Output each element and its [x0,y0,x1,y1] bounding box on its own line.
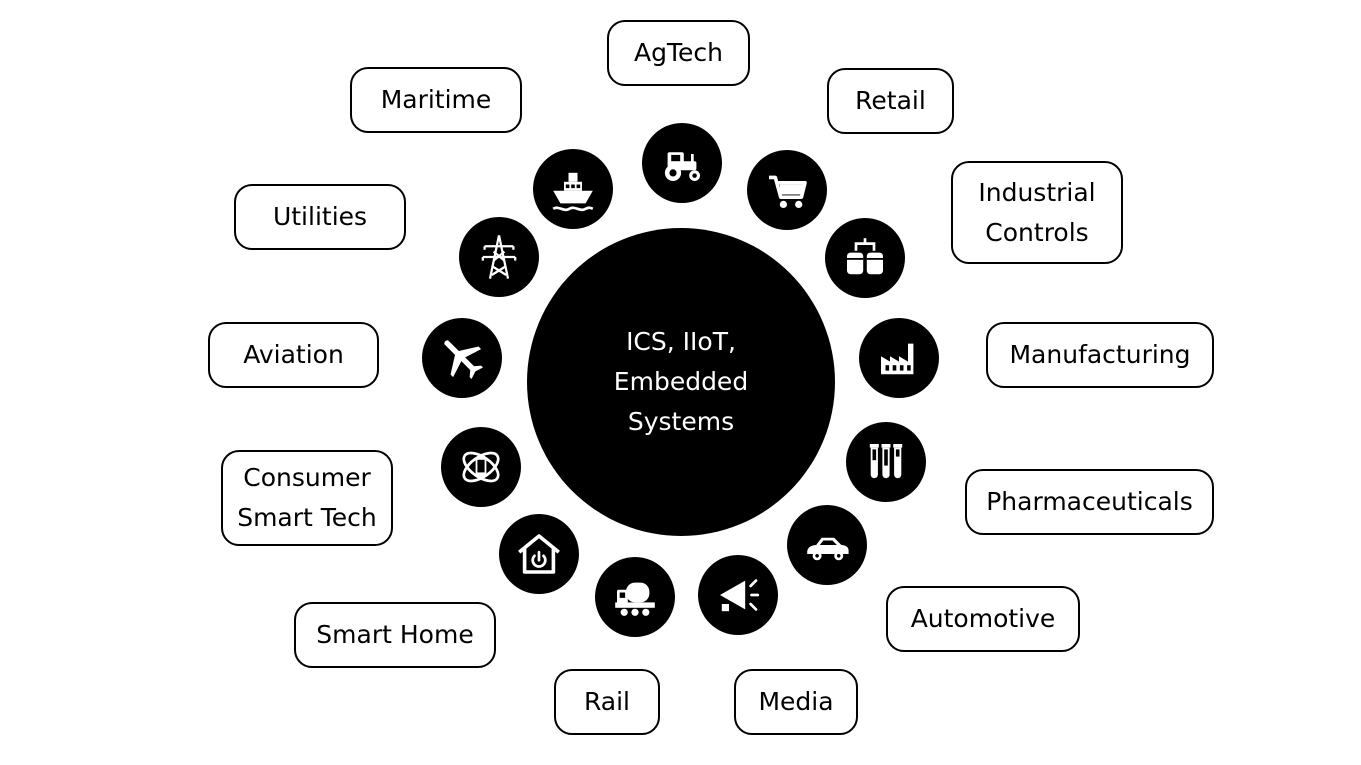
power-tower-icon [459,217,539,297]
label-maritime: Maritime [350,67,522,133]
smart-home-icon [499,514,579,594]
label-agtech: AgTech [607,20,750,86]
factory-icon [859,318,939,398]
car-icon [787,505,867,585]
label-media: Media [734,669,858,735]
label-retail: Retail [827,68,954,134]
label-pharmaceuticals: Pharmaceuticals [965,469,1214,535]
shopping-cart-icon [747,150,827,230]
label-rail: Rail [554,669,660,735]
label-aviation: Aviation [208,322,379,388]
test-tubes-icon [846,422,926,502]
tractor-icon [642,123,722,203]
megaphone-icon [698,555,778,635]
central-hub: ICS, IIoT, Embedded Systems [527,228,835,536]
label-automotive: Automotive [886,586,1080,652]
storage-tanks-icon [825,218,905,298]
smart-device-icon [441,427,521,507]
label-manufacturing: Manufacturing [986,322,1214,388]
label-smart-home: Smart Home [294,602,496,668]
label-consumer-smart-tech: Consumer Smart Tech [221,450,393,546]
airplane-icon [422,318,502,398]
label-utilities: Utilities [234,184,406,250]
train-icon [595,557,675,637]
label-industrial-controls: Industrial Controls [951,161,1123,264]
hub-title: ICS, IIoT, Embedded Systems [613,327,749,436]
ship-icon [533,149,613,229]
